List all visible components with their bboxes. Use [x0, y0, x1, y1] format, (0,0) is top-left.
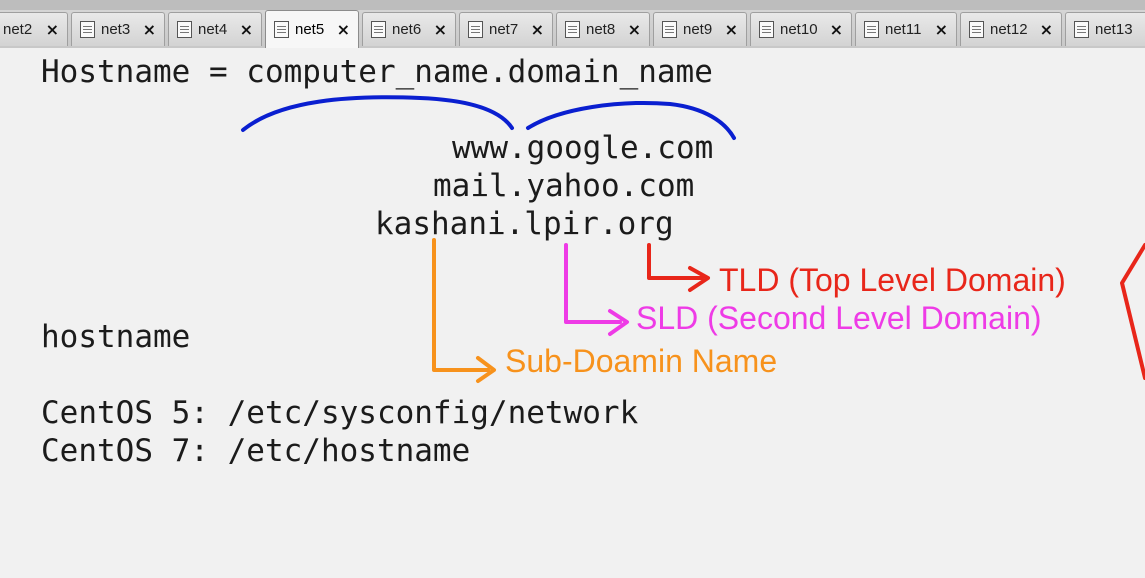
close-icon[interactable]: × [934, 20, 948, 39]
sld-arrow [564, 243, 622, 324]
domain-name-brace [526, 101, 736, 140]
tab-net8[interactable]: net8 × [556, 12, 650, 46]
tab-label: net3 [101, 21, 131, 38]
tab-label: net6 [392, 21, 422, 38]
tab-label: net9 [683, 21, 713, 38]
tab-net9[interactable]: net9 × [653, 12, 747, 46]
tab-bar-top-strip [0, 0, 1145, 10]
document-icon [759, 21, 774, 38]
hostname-definition-line: Hostname = computer_name.domain_name [41, 54, 713, 90]
example-domain-lpir: kashani.lpir.org [375, 206, 674, 242]
document-icon [565, 21, 580, 38]
document-icon [371, 21, 386, 38]
tab-label: net5 [295, 21, 325, 38]
tab-net11[interactable]: net11 × [855, 12, 957, 46]
tab-net7[interactable]: net7 × [459, 12, 553, 46]
tab-label: net4 [198, 21, 228, 38]
tld-side-line [1120, 243, 1145, 380]
close-icon[interactable]: × [1039, 20, 1053, 39]
tab-label: net2 [3, 21, 33, 38]
document-icon [969, 21, 984, 38]
close-icon[interactable]: × [45, 20, 59, 39]
tab-net3[interactable]: net3 × [71, 12, 165, 46]
close-icon[interactable]: × [627, 20, 641, 39]
close-icon[interactable]: × [724, 20, 738, 39]
centos7-path-line: CentOS 7: /etc/hostname [41, 433, 471, 469]
tab-net5[interactable]: net5 × [265, 10, 359, 48]
tab-label: net8 [586, 21, 616, 38]
hostname-command-line: hostname [41, 319, 191, 355]
document-icon [864, 21, 879, 38]
tab-label: net13 [1095, 21, 1133, 38]
close-icon[interactable]: × [239, 20, 253, 39]
subdomain-label: Sub-Doamin Name [505, 343, 778, 379]
centos5-path-line: CentOS 5: /etc/sysconfig/network [41, 395, 639, 431]
tab-net12[interactable]: net12 × [960, 12, 1062, 46]
tab-net4[interactable]: net4 × [168, 12, 262, 46]
tab-label: net10 [780, 21, 818, 38]
tab-net6[interactable]: net6 × [362, 12, 456, 46]
document-icon [468, 21, 483, 38]
tab-net2[interactable]: net2 × [0, 12, 68, 46]
tab-net13[interactable]: net13 [1065, 12, 1145, 46]
sld-label: SLD (Second Level Domain) [636, 300, 1042, 336]
document-icon [274, 21, 289, 38]
text-editor-area[interactable] [0, 48, 1145, 578]
close-icon[interactable]: × [142, 20, 156, 39]
document-icon [1074, 21, 1089, 38]
close-icon[interactable]: × [530, 20, 544, 39]
close-icon[interactable]: × [336, 20, 350, 39]
subdomain-arrow [432, 238, 490, 372]
document-icon [177, 21, 192, 38]
tab-bar: net2 × net3 × net4 × net5 × net6 × net7 … [0, 0, 1145, 49]
example-domain-yahoo: mail.yahoo.com [433, 168, 695, 204]
computer-name-brace [241, 95, 514, 132]
sld-arrow-head [608, 309, 629, 336]
tld-arrow-head [688, 266, 710, 292]
tab-label: net11 [885, 21, 922, 38]
subdomain-arrow-head [476, 356, 496, 383]
tld-label: TLD (Top Level Domain) [719, 262, 1066, 298]
tab-label: net7 [489, 21, 519, 38]
tab-label: net12 [990, 21, 1028, 38]
document-icon [662, 21, 677, 38]
document-icon [80, 21, 95, 38]
close-icon[interactable]: × [829, 20, 843, 39]
example-domain-google: www.google.com [452, 130, 714, 166]
tab-net10[interactable]: net10 × [750, 12, 852, 46]
close-icon[interactable]: × [433, 20, 447, 39]
tld-arrow [647, 243, 704, 280]
